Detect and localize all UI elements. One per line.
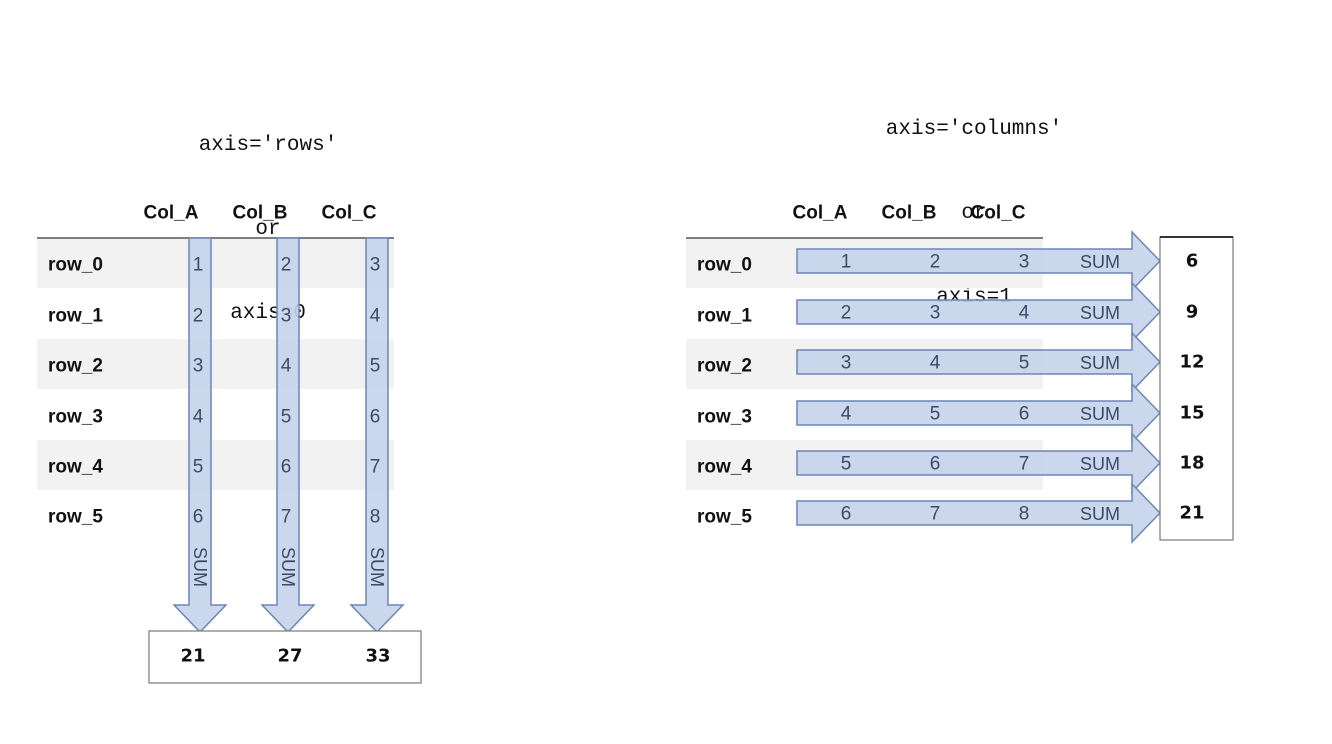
right-arrow xyxy=(796,432,1162,494)
right-arrow xyxy=(796,281,1162,343)
row-label: row_4 xyxy=(697,457,752,478)
cell-value: 7 xyxy=(1019,454,1030,475)
right-arrow xyxy=(796,230,1162,292)
row-label: row_3 xyxy=(48,407,103,428)
sum-result-value: 21 xyxy=(1179,503,1204,524)
cell-value: 8 xyxy=(370,507,381,528)
arrow-sum-label: SUM xyxy=(1080,353,1120,373)
right-arrow xyxy=(796,382,1162,444)
cell-value: 5 xyxy=(193,457,204,478)
row-label: row_2 xyxy=(697,356,752,377)
down-arrow xyxy=(349,237,405,634)
row-label: row_5 xyxy=(697,507,752,528)
row-label: row_3 xyxy=(697,407,752,428)
sum-result-value: 21 xyxy=(180,646,205,667)
arrow-sum-label: SUM xyxy=(1080,504,1120,524)
cell-value: 3 xyxy=(841,353,852,374)
down-arrow xyxy=(172,237,228,634)
column-header: Col_B xyxy=(233,203,288,224)
cell-value: 6 xyxy=(1019,404,1030,425)
cell-value: 2 xyxy=(841,303,852,324)
cell-value: 6 xyxy=(841,504,852,525)
right-arrow xyxy=(796,482,1162,544)
caption-line: or xyxy=(961,202,987,225)
column-header: Col_A xyxy=(793,203,848,224)
column-header: Col_C xyxy=(971,203,1026,224)
cell-value: 5 xyxy=(1019,353,1030,374)
cell-value: 4 xyxy=(841,404,852,425)
sum-result-value: 33 xyxy=(365,646,390,667)
down-arrow xyxy=(260,237,316,634)
row-label: row_0 xyxy=(48,255,103,276)
cell-value: 2 xyxy=(193,306,204,327)
cell-value: 4 xyxy=(370,306,381,327)
cell-value: 4 xyxy=(193,407,204,428)
arrow-sum-label: SUM xyxy=(278,547,298,587)
cell-value: 7 xyxy=(370,457,381,478)
cell-value: 4 xyxy=(930,353,941,374)
sum-result-box xyxy=(1159,236,1234,541)
arrow-sum-label: SUM xyxy=(1080,303,1120,323)
row-label: row_0 xyxy=(697,255,752,276)
arrow-sum-label: SUM xyxy=(190,547,210,587)
cell-value: 7 xyxy=(930,504,941,525)
sum-result-value: 15 xyxy=(1179,403,1204,424)
cell-value: 6 xyxy=(930,454,941,475)
cell-value: 3 xyxy=(193,356,204,377)
cell-value: 6 xyxy=(370,407,381,428)
cell-value: 5 xyxy=(370,356,381,377)
row-label: row_4 xyxy=(48,457,103,478)
arrow-sum-label: SUM xyxy=(1080,404,1120,424)
sum-result-box xyxy=(148,630,422,684)
cell-value: 5 xyxy=(930,404,941,425)
arrow-sum-label: SUM xyxy=(1080,252,1120,272)
sum-result-value: 6 xyxy=(1186,251,1199,272)
cell-value: 4 xyxy=(1019,303,1030,324)
cell-value: 5 xyxy=(281,407,292,428)
cell-value: 5 xyxy=(841,454,852,475)
sum-result-value: 27 xyxy=(277,646,302,667)
caption-line: axis='columns' xyxy=(885,118,1063,141)
row-label: row_2 xyxy=(48,356,103,377)
row-label: row_1 xyxy=(697,306,752,327)
caption-line: or xyxy=(255,218,281,241)
row-stripe xyxy=(37,339,394,389)
sum-result-value: 9 xyxy=(1186,302,1199,323)
cell-value: 1 xyxy=(841,252,852,273)
right-arrow xyxy=(796,331,1162,393)
cell-value: 4 xyxy=(281,356,292,377)
column-header: Col_A xyxy=(144,203,199,224)
arrow-sum-label: SUM xyxy=(367,547,387,587)
row-stripe xyxy=(37,238,394,288)
cell-value: 2 xyxy=(281,255,292,276)
column-header: Col_C xyxy=(322,203,377,224)
cell-value: 6 xyxy=(281,457,292,478)
row-stripe xyxy=(37,440,394,490)
cell-value: 1 xyxy=(193,255,204,276)
cell-value: 7 xyxy=(281,507,292,528)
cell-value: 2 xyxy=(930,252,941,273)
arrow-sum-label: SUM xyxy=(1080,454,1120,474)
row-label: row_5 xyxy=(48,507,103,528)
cell-value: 3 xyxy=(281,306,292,327)
cell-value: 3 xyxy=(1019,252,1030,273)
caption-line: axis='rows' xyxy=(198,134,338,157)
sum-result-value: 12 xyxy=(1179,352,1204,373)
cell-value: 3 xyxy=(930,303,941,324)
sum-result-value: 18 xyxy=(1179,453,1204,474)
column-header: Col_B xyxy=(882,203,937,224)
cell-value: 6 xyxy=(193,507,204,528)
cell-value: 3 xyxy=(370,255,381,276)
row-label: row_1 xyxy=(48,306,103,327)
cell-value: 8 xyxy=(1019,504,1030,525)
